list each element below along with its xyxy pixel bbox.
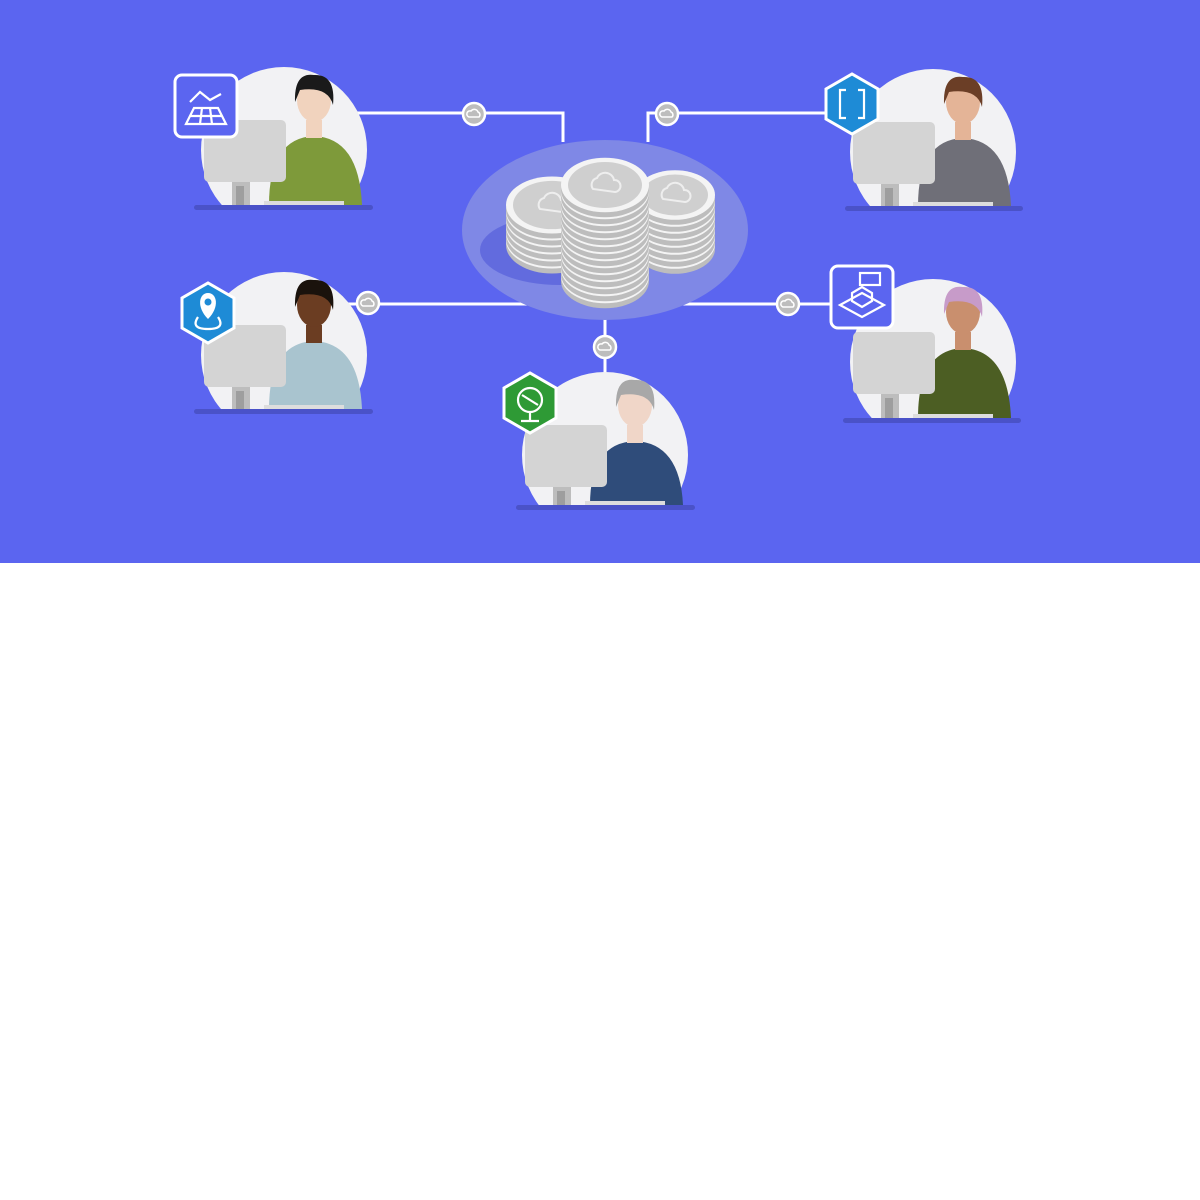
coin-stack xyxy=(635,170,715,274)
person-middle-left xyxy=(180,272,373,414)
globe-sync-icon xyxy=(502,371,558,435)
hair xyxy=(615,379,655,410)
connector-node xyxy=(775,291,801,317)
hair xyxy=(943,76,983,107)
connector-node xyxy=(654,101,680,127)
connector-node xyxy=(592,334,618,360)
cloud-icon xyxy=(660,181,692,204)
hair xyxy=(294,74,334,105)
people xyxy=(173,67,1023,510)
desk-bar xyxy=(194,205,373,210)
cloud-icon xyxy=(466,108,481,118)
person-top-right xyxy=(824,69,1023,211)
torso xyxy=(269,136,362,205)
connector-node xyxy=(355,290,381,316)
person-middle-right xyxy=(829,264,1021,423)
connector-nodes xyxy=(355,101,801,360)
torso xyxy=(269,341,362,409)
desk-bar xyxy=(516,505,695,510)
person-top-left xyxy=(173,67,373,210)
chart-grid-icon xyxy=(173,73,239,139)
cloud-icon xyxy=(780,298,795,308)
location-pin-icon xyxy=(180,281,236,345)
cloud-icon xyxy=(360,297,375,307)
monitor xyxy=(853,122,935,184)
torso xyxy=(918,138,1011,206)
cloud-icon xyxy=(659,108,674,118)
desk-bar xyxy=(194,409,373,414)
person-bottom-center xyxy=(502,371,695,510)
monitor xyxy=(525,425,607,487)
torso xyxy=(918,348,1011,418)
desk-bar xyxy=(843,418,1021,423)
torso xyxy=(590,441,683,505)
building-map-icon xyxy=(829,264,895,330)
coin-stacks-icon xyxy=(480,157,715,309)
monitor xyxy=(204,325,286,387)
cloud-icon xyxy=(590,171,622,194)
coin-stack xyxy=(561,157,649,309)
illustration xyxy=(0,0,1200,563)
connector-node xyxy=(461,101,487,127)
hair xyxy=(943,286,983,317)
monitor xyxy=(853,332,935,394)
hair xyxy=(294,279,334,310)
brackets-icon xyxy=(824,72,880,136)
desk-bar xyxy=(845,206,1023,211)
cloud-icon xyxy=(597,341,612,351)
